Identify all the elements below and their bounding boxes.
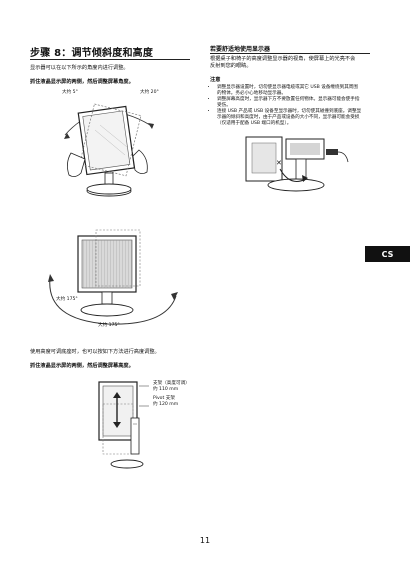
swivel-label-left: 大约 175° (56, 297, 78, 302)
pivot-label-1: Pivot 支架 (153, 396, 175, 401)
instruction-height: 抓住液晶显示屏的两侧，然后调整屏幕高度。 (30, 363, 134, 369)
notes-label: 注意 (210, 77, 221, 83)
section-heading: 步骤 8：调节倾斜度和高度 (30, 48, 154, 59)
pivot-label-2: 约 120 mm (153, 402, 179, 407)
comfort-rule (210, 53, 370, 54)
note-item-2: 调整屏幕高度时，显示器下方不要放置任何物体。显示器可能会使手指受伤。 (217, 97, 362, 109)
tilt-illustration (64, 103, 154, 197)
heading-rule (30, 59, 190, 60)
usb-caution-illustration: ✕ (245, 136, 349, 192)
instruction-tilt: 抓住液晶显示屏的两侧，然后调整屏幕角度。 (30, 79, 134, 85)
swivel-label-bottom: 大约 175° (98, 323, 120, 328)
stand-label-2: 约 110 mm (153, 387, 179, 392)
height-illustration (98, 381, 149, 469)
language-tab-cs: CS (365, 246, 410, 262)
note-item-1: 调整显示器设置时，切勿使显示器电缆或其它 USB 设备缠绕到其周围的物体。务必小… (217, 85, 362, 97)
stand-label-1: 支架（高度可调） (153, 381, 190, 386)
comfort-text: 根据桌子和椅子的高度调整显示器的视角，使屏幕上的光亮不会反射到您的眼睛。 (210, 56, 356, 70)
note-item-3: 连接 USB 产品或 USB 设备至显示器时，切勿使其碰撞到底座。调整显示器的倾… (217, 109, 362, 127)
svg-text:✕: ✕ (276, 159, 282, 167)
comfort-heading: 若要舒适地使用显示器 (210, 46, 271, 53)
tilt-label-left: 大约 5° (62, 90, 78, 95)
tilt-label-right: 大约 20° (140, 90, 159, 95)
notes-list: 调整显示器设置时，切勿使显示器电缆或其它 USB 设备缠绕到其周围的物体。务必小… (210, 85, 362, 127)
height-text: 使用高度可调底座时，也可以按如下方法进行高度调整。 (30, 349, 160, 355)
page-number: 11 (199, 536, 211, 545)
swivel-illustration (48, 229, 178, 325)
intro-text: 显示器可以在以下所示的角度内进行调整。 (30, 65, 129, 71)
